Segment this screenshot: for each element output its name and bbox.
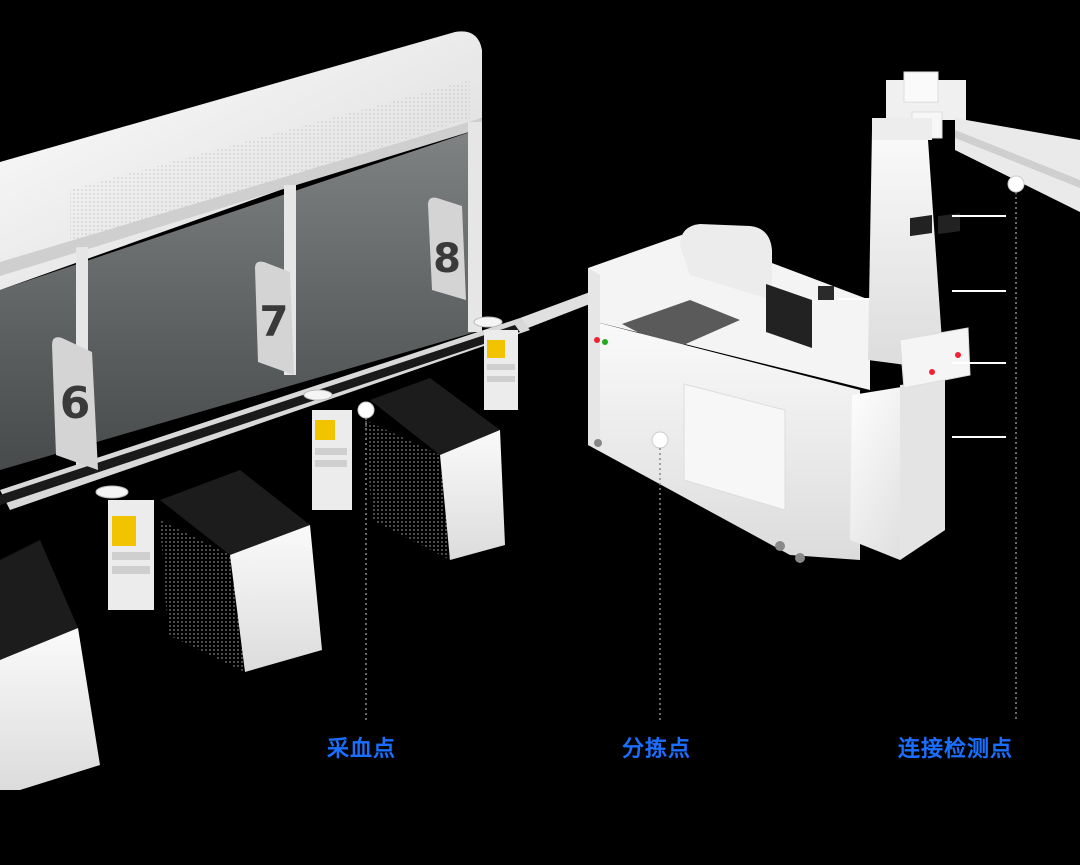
transport-tube — [520, 292, 595, 328]
svg-text:7: 7 — [259, 297, 288, 346]
sorter-screen — [766, 284, 812, 348]
svg-text:6: 6 — [60, 378, 91, 429]
cabinet-2 — [230, 525, 322, 672]
canopy-perforation — [70, 80, 470, 250]
booth-sign-8: 8 — [428, 197, 466, 300]
svg-text:8: 8 — [433, 236, 461, 282]
sorter-slot-grid — [683, 383, 786, 511]
drawer-unit-2 — [312, 410, 352, 510]
callout-connection — [1007, 175, 1025, 722]
drawer-unit-1 — [108, 500, 154, 610]
gantry-rail — [955, 118, 1080, 212]
sorting-machine — [588, 224, 870, 563]
side-tick-marks — [838, 215, 1006, 438]
glass-panel — [0, 128, 482, 470]
booth-sign-7: 7 — [255, 261, 294, 375]
callout-blood — [357, 401, 375, 722]
cabinet-3 — [440, 430, 505, 560]
connection-testing-unit — [850, 71, 1080, 560]
cabinet-1 — [0, 628, 100, 790]
desk-top-3 — [370, 378, 500, 455]
callout-sorting — [651, 431, 669, 722]
booth-sign-6: 6 — [52, 337, 98, 470]
drawer-unit-3 — [484, 330, 518, 410]
label-blood-collection-point: 采血点 — [327, 737, 397, 762]
label-connection-testing-point: 连接检测点 — [898, 737, 1014, 762]
blood-collection-stations: 6 7 8 — [0, 31, 530, 790]
label-sorting-point: 分拣点 — [622, 737, 692, 762]
desk-top-2 — [160, 470, 310, 555]
desk-top-1 — [0, 540, 78, 660]
